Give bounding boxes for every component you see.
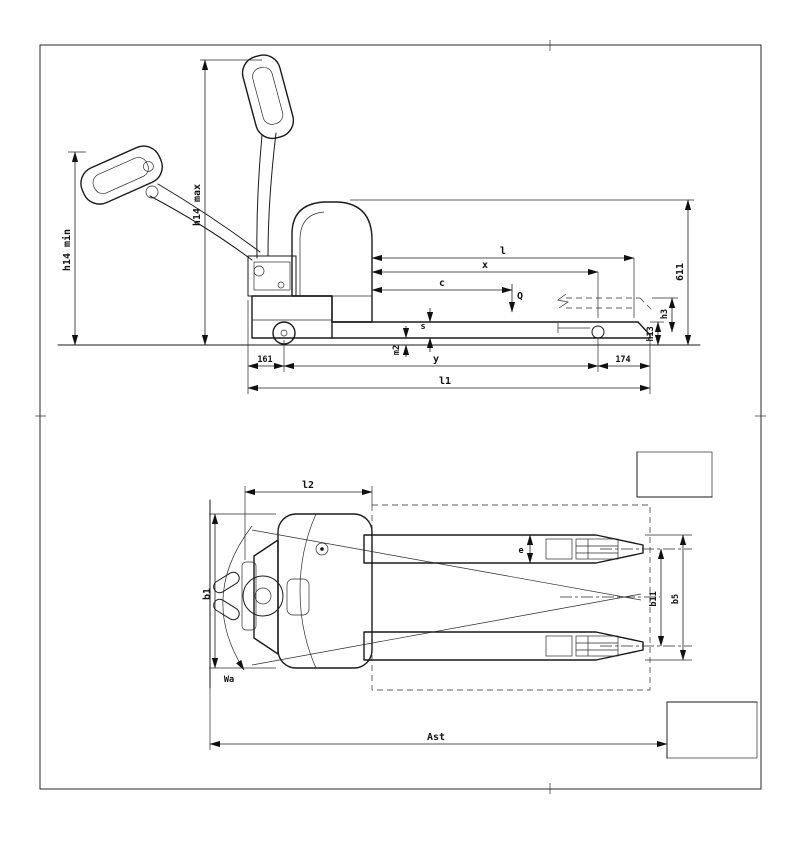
dim-b1: b1 xyxy=(202,513,276,669)
turning-radius: Wa xyxy=(222,525,253,685)
label-h13: h13 xyxy=(646,326,656,341)
tiller-pivot-bracket xyxy=(247,255,297,297)
truck-body-top xyxy=(241,513,373,669)
dim-l: l xyxy=(371,246,635,318)
aisle-diagonal-b xyxy=(251,593,642,666)
motor-cover xyxy=(291,201,373,323)
dim-m2: m2 xyxy=(392,326,410,357)
fork-side-view xyxy=(331,321,651,339)
dim-y: y xyxy=(283,339,599,372)
top-view: Wa l2 b1 b11 b5 e xyxy=(202,451,758,759)
dim-h14-max: h14 max xyxy=(192,59,262,346)
dim-l2: l2 xyxy=(244,480,373,560)
tiller-handle-raised xyxy=(241,54,295,140)
label-h14-min: h14 min xyxy=(61,229,73,271)
label-l1: l1 xyxy=(439,376,451,387)
tiller-arm-lowered-b xyxy=(157,183,261,253)
tiller-head-top xyxy=(213,571,284,621)
wall-top-right xyxy=(636,451,713,498)
label-161: 161 xyxy=(257,355,272,365)
load-roller xyxy=(591,325,605,339)
dim-611: 611 xyxy=(675,199,692,346)
fork-top-upper xyxy=(363,534,644,564)
wall-bottom-right xyxy=(666,701,758,759)
label-e: e xyxy=(518,546,523,556)
dim-c: c Q xyxy=(371,278,523,313)
chassis xyxy=(251,295,333,339)
label-s: s xyxy=(420,322,425,332)
label-c: c xyxy=(439,278,445,289)
dim-ast: Ast xyxy=(209,688,668,750)
handle-joint xyxy=(145,185,159,199)
dim-e: e xyxy=(518,534,534,564)
side-view: h14 max h14 min 611 l x c Q xyxy=(57,54,701,394)
fork-raised-dashed xyxy=(557,293,653,311)
dim-h14-min: h14 min xyxy=(61,151,86,346)
dim-b11: b11 xyxy=(649,548,665,647)
label-l2: l2 xyxy=(302,480,314,491)
label-q: Q xyxy=(517,291,523,302)
dim-b5: b5 xyxy=(645,534,692,661)
pallet-outline-dashed xyxy=(371,504,651,691)
label-b5: b5 xyxy=(671,594,681,604)
label-x: x xyxy=(482,260,488,271)
tiller-arm-raised-a xyxy=(256,134,263,259)
label-b11: b11 xyxy=(649,591,659,606)
dim-x: x xyxy=(371,260,599,318)
dim-h3: h3 xyxy=(652,297,678,333)
drive-wheel-top xyxy=(286,578,310,616)
dim-l1: l1 xyxy=(247,376,651,392)
label-h14-max: h14 max xyxy=(192,184,203,226)
wall-left xyxy=(209,499,211,689)
aisle-diagonal-a xyxy=(251,529,642,601)
label-174: 174 xyxy=(615,355,630,365)
label-m2: m2 xyxy=(392,345,402,355)
label-h3: h3 xyxy=(660,309,670,319)
label-ast: Ast xyxy=(427,732,445,743)
dim-s: s xyxy=(420,308,434,352)
tiller-handle-lowered xyxy=(80,145,163,205)
sheet-border xyxy=(35,40,766,794)
label-b1: b1 xyxy=(202,588,213,600)
tiller-arm-raised-b xyxy=(267,132,277,257)
dim-174: 174 xyxy=(597,340,651,394)
dim-h13: h13 xyxy=(646,321,664,346)
label-611: 611 xyxy=(675,263,686,281)
label-wa: Wa xyxy=(224,675,234,685)
label-l: l xyxy=(500,246,506,257)
drive-wheel-hub xyxy=(280,329,288,337)
label-y: y xyxy=(433,354,439,365)
dim-161: 161 xyxy=(247,300,285,394)
